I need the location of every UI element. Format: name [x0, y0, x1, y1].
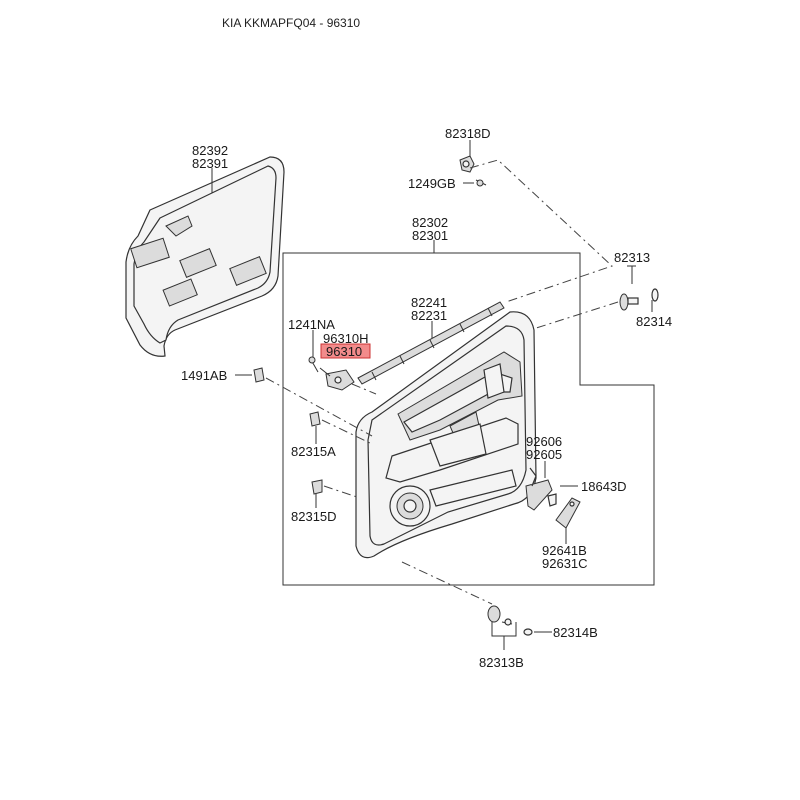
label-82315a[interactable]: 82315A	[291, 444, 336, 459]
label-92606[interactable]: 92606	[526, 434, 562, 449]
label-82315d[interactable]: 82315D	[291, 509, 337, 524]
clip-1491ab-part[interactable]	[253, 367, 265, 383]
label-1491ab[interactable]: 1491AB	[181, 368, 227, 383]
label-96310[interactable]: 96310	[326, 344, 362, 359]
weatherstrip-82241-part[interactable]	[357, 301, 505, 385]
label-82392[interactable]: 82392	[192, 143, 228, 158]
screw-1241na-part[interactable]	[308, 356, 319, 373]
dashed-guide-top	[469, 159, 613, 303]
label-82241[interactable]: 82241	[411, 295, 447, 310]
label-82313[interactable]: 82313	[614, 250, 650, 265]
label-96310h[interactable]: 96310H	[323, 331, 369, 346]
dashed-guide-right	[529, 301, 619, 331]
dashed-guide-82315d	[323, 485, 361, 499]
bracket-82318d-part[interactable]	[459, 155, 475, 173]
label-1249gb[interactable]: 1249GB	[408, 176, 456, 191]
dashed-guide-handle	[351, 383, 377, 395]
washer-82314-part[interactable]	[651, 288, 659, 302]
door-trim-panel-part[interactable]	[355, 311, 537, 559]
lamp-92606-part[interactable]	[525, 467, 553, 511]
highlight-box	[320, 343, 371, 359]
diagram-title: KIA KKMAPFQ04 - 96310	[222, 16, 360, 30]
label-18643d[interactable]: 18643D	[581, 479, 627, 494]
screw-1249gb-part[interactable]	[475, 179, 487, 187]
label-82302[interactable]: 82302	[412, 215, 448, 230]
dashed-guide-bottom	[401, 561, 493, 605]
label-92605[interactable]: 92605	[526, 447, 562, 462]
clip-82315d-part[interactable]	[311, 479, 323, 495]
bulb-18643d-part[interactable]	[547, 493, 557, 507]
garnish-92641b-part[interactable]	[555, 497, 581, 529]
clip-82313-part[interactable]	[619, 293, 639, 311]
clip-82313b-part[interactable]	[487, 605, 513, 626]
label-92631c[interactable]: 92631C	[542, 556, 588, 571]
washer-82314b-part[interactable]	[523, 628, 533, 636]
clip-82315a-part[interactable]	[309, 411, 321, 427]
dashed-guide-1491ab	[265, 377, 373, 437]
insulation-pad-part[interactable]	[125, 156, 285, 357]
highlight-96310[interactable]: 96310	[320, 343, 371, 359]
label-82301[interactable]: 82301	[412, 228, 448, 243]
label-82231[interactable]: 82231	[411, 308, 447, 323]
leader-82313b-bracket	[491, 622, 517, 637]
assembly-frame	[282, 252, 655, 586]
label-82318d[interactable]: 82318D	[445, 126, 491, 141]
label-82391[interactable]: 82391	[192, 156, 228, 171]
handle-96310-part[interactable]	[319, 367, 355, 391]
label-82313b[interactable]: 82313B	[479, 655, 524, 670]
label-92641b[interactable]: 92641B	[542, 543, 587, 558]
dashed-guide-82315a	[321, 419, 373, 445]
label-82314[interactable]: 82314	[636, 314, 672, 329]
label-1241na[interactable]: 1241NA	[288, 317, 335, 332]
label-82314b[interactable]: 82314B	[553, 625, 598, 640]
